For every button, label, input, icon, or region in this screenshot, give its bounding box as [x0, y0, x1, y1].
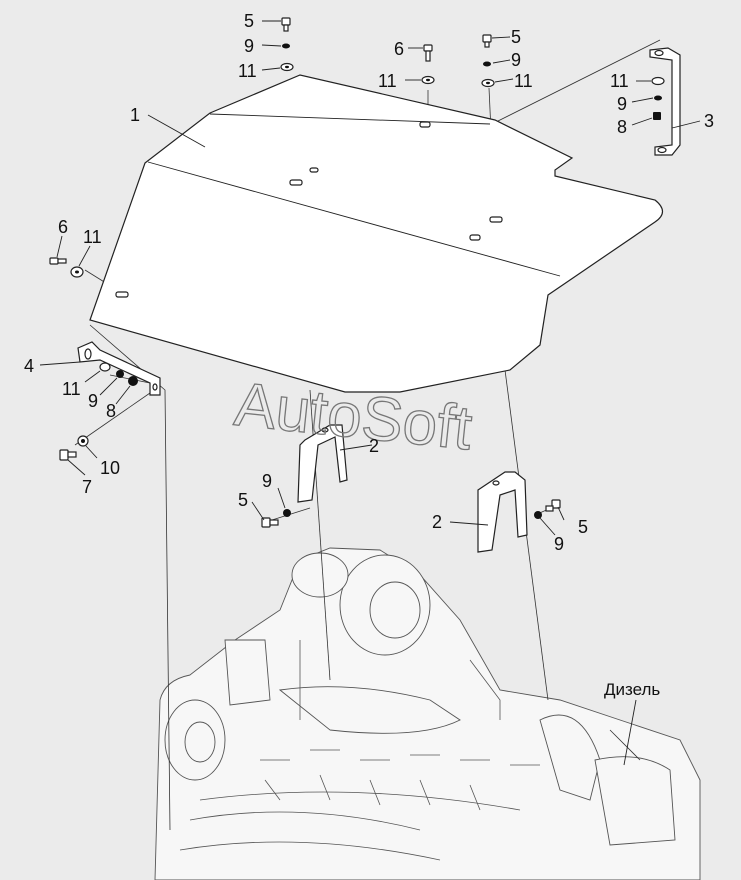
callout-9: 9 [262, 471, 272, 491]
bracket-3 [649, 47, 681, 156]
callout-9: 9 [617, 94, 627, 114]
callout-2: 2 [432, 512, 442, 532]
callout-11: 11 [610, 71, 629, 91]
callout-2: 2 [369, 436, 379, 456]
callouts: 1 5 9 11 6 11 5 9 11 11 9 8 3 6 11 4 11 … [24, 11, 714, 699]
engine-label: Дизель [604, 680, 660, 699]
callout-5: 5 [511, 27, 521, 47]
engine-drawing [154, 547, 701, 880]
callout-11: 11 [238, 61, 257, 81]
bracket-2-right [477, 471, 528, 553]
callout-8: 8 [106, 401, 116, 421]
callout-9: 9 [244, 36, 254, 56]
callout-9: 9 [554, 534, 564, 554]
callout-6: 6 [394, 39, 404, 59]
cover-plate [89, 74, 664, 393]
callout-9: 9 [88, 391, 98, 411]
callout-11: 11 [62, 379, 81, 399]
callout-11: 11 [83, 227, 102, 247]
bracket-4 [77, 341, 161, 396]
callout-3: 3 [704, 111, 714, 131]
callout-1: 1 [130, 105, 140, 125]
fasteners [49, 17, 665, 528]
callout-7: 7 [82, 477, 92, 497]
leader-lines [39, 20, 701, 766]
bracket-2-middle [297, 424, 348, 503]
callout-5: 5 [578, 517, 588, 537]
callout-5: 5 [238, 490, 248, 510]
callout-8: 8 [617, 117, 627, 137]
callout-11: 11 [514, 71, 533, 91]
callout-4: 4 [24, 356, 34, 376]
callout-5: 5 [244, 11, 254, 31]
callout-6: 6 [58, 217, 68, 237]
callout-11: 11 [378, 71, 397, 91]
callout-10: 10 [100, 458, 120, 478]
callout-9: 9 [511, 50, 521, 70]
